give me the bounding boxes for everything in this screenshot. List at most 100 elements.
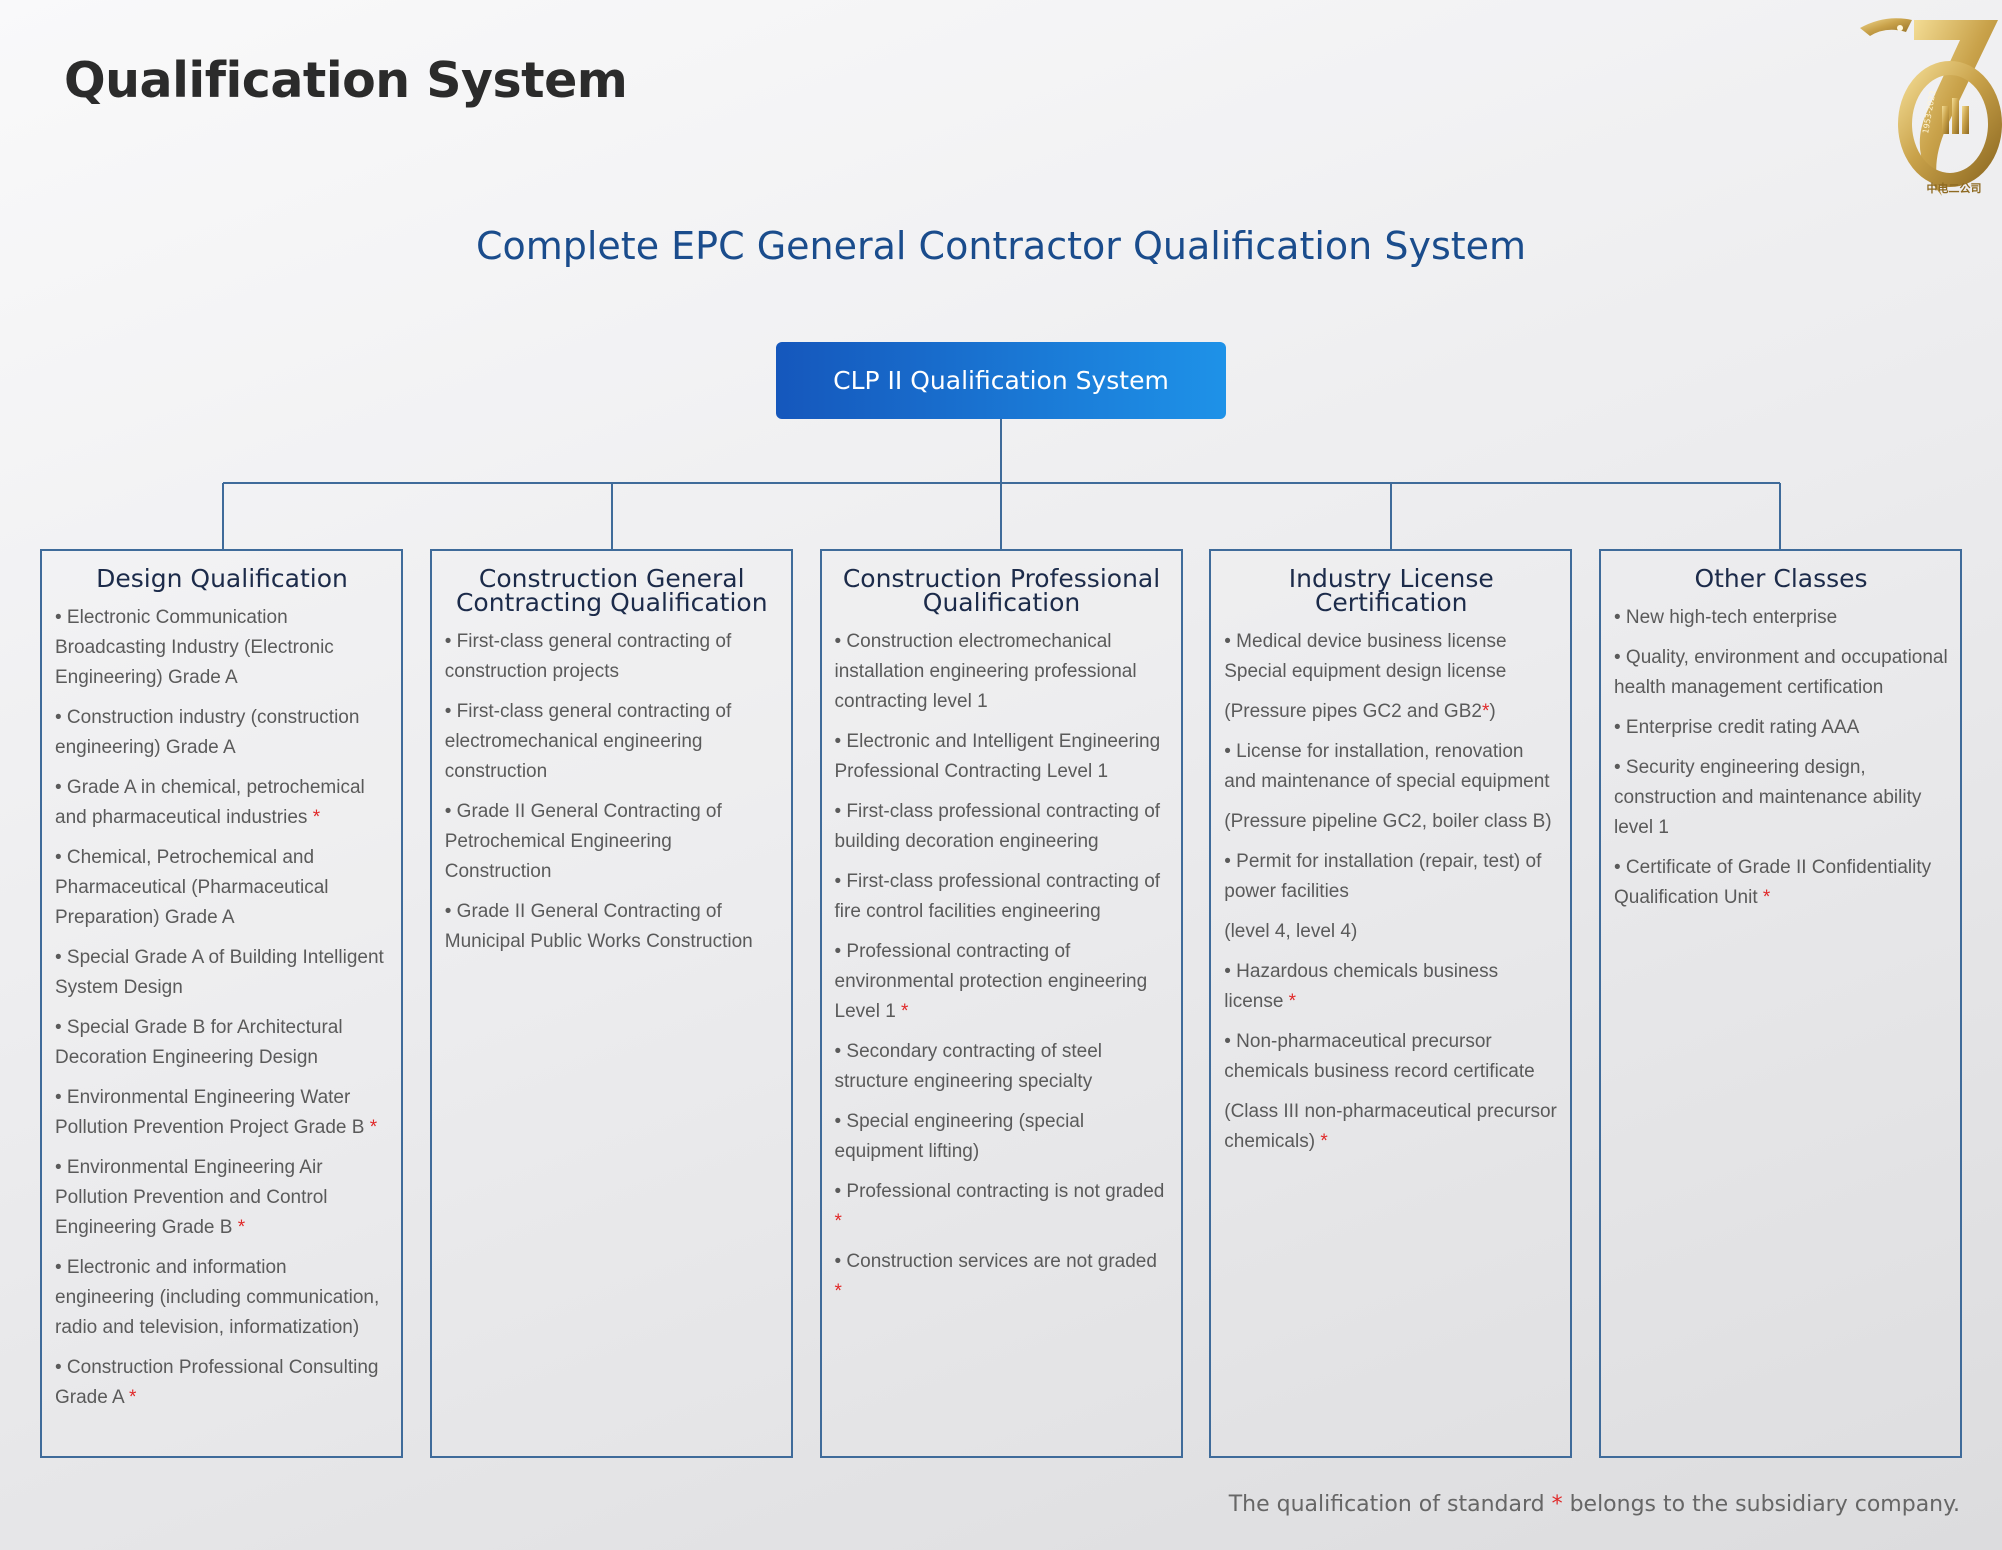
anniversary-logo: 1953-2023 中电二公司 — [1830, 6, 2002, 206]
item-text: • Non-pharmaceutical precursor chemicals… — [1224, 1031, 1535, 1082]
item-text: (Class III non-pharmaceutical precursor … — [1224, 1101, 1557, 1152]
root-node: CLP II Qualification System — [776, 342, 1226, 419]
qualification-item: • Construction services are not graded * — [835, 1247, 1169, 1307]
item-text: • Security engineering design, construct… — [1614, 757, 1922, 838]
qualification-item: • Construction Professional Consulting G… — [55, 1353, 389, 1413]
column-title: Construction Professional Qualification — [842, 564, 1161, 617]
qualification-item: • Grade A in chemical, petrochemical and… — [55, 773, 389, 833]
item-list: • Medical device business license Specia… — [1224, 627, 1558, 1157]
item-text: • Special Grade B for Architectural Deco… — [55, 1017, 343, 1068]
qualification-item: • Professional contracting of environmen… — [835, 937, 1169, 1027]
item-text: • Professional contracting of environmen… — [834, 941, 1148, 1022]
qualification-item: • Special Grade A of Building Intelligen… — [55, 943, 389, 1003]
qualification-item: • Security engineering design, construct… — [1614, 753, 1948, 843]
qualification-item: • First-class general contracting of ele… — [445, 697, 779, 787]
item-text: • Construction services are not graded — [834, 1251, 1157, 1272]
subsidiary-star-marker: * — [128, 1387, 137, 1408]
item-text: • Construction industry (construction en… — [55, 707, 360, 758]
qualification-item: • Secondary contracting of steel structu… — [835, 1037, 1169, 1097]
qualification-item: • Enterprise credit rating AAA — [1614, 713, 1948, 743]
qualification-item: • Environmental Engineering Air Pollutio… — [55, 1153, 389, 1243]
subsidiary-star-marker: * — [901, 1001, 909, 1022]
subsidiary-star-marker: * — [834, 1281, 842, 1302]
item-text: (level 4, level 4) — [1224, 921, 1358, 942]
qualification-item: • Construction industry (construction en… — [55, 703, 389, 763]
qualification-item: • Electronic Communication Broadcasting … — [55, 603, 389, 693]
qualification-item: (Pressure pipes GC2 and GB2*) — [1224, 697, 1558, 727]
qualification-item: • New high-tech enterprise — [1614, 603, 1948, 633]
qualification-item: (Pressure pipeline GC2, boiler class B) — [1224, 807, 1558, 837]
item-text: • Grade II General Contracting of Petroc… — [444, 801, 722, 882]
qualification-item: • First-class general contracting of con… — [445, 627, 779, 687]
qualification-item: • Special engineering (special equipment… — [835, 1107, 1169, 1167]
qualification-item: • First-class professional contracting o… — [835, 797, 1169, 857]
item-text: • Professional contracting is not graded — [834, 1181, 1165, 1202]
column-construction-professional: Construction Professional Qualification … — [819, 549, 1183, 1458]
qualification-item: • Environmental Engineering Water Pollut… — [55, 1083, 389, 1143]
item-list: • New high-tech enterprise • Quality, env… — [1614, 603, 1948, 913]
footnote-star: * — [1551, 1492, 1563, 1517]
footnote-text-after: belongs to the subsidiary company. — [1562, 1492, 1960, 1517]
item-text: • Quality, environment and occupational … — [1614, 647, 1948, 698]
item-text: • Enterprise credit rating AAA — [1614, 717, 1860, 738]
qualification-item: • Grade II General Contracting of Munici… — [445, 897, 779, 957]
item-text: • Special engineering (special equipment… — [834, 1111, 1085, 1162]
qualification-item: • Quality, environment and occupational … — [1614, 643, 1948, 703]
subsidiary-star-marker: * — [237, 1217, 246, 1238]
item-text: • First-class professional contracting o… — [834, 801, 1161, 852]
qualification-item: • Electronic and Intelligent Engineering… — [835, 727, 1169, 787]
column-title: Other Classes — [1694, 564, 1868, 593]
qualification-columns: Design Qualification • Electronic Commun… — [40, 549, 1962, 1458]
column-industry-license: Industry License Certification • Medical… — [1209, 549, 1573, 1458]
qualification-item: • Certificate of Grade II Confidentialit… — [1614, 853, 1948, 913]
item-text: • First-class professional contracting o… — [834, 871, 1161, 922]
subsidiary-star-marker: * — [369, 1117, 378, 1138]
item-text: • Certificate of Grade II Confidentialit… — [1614, 857, 1932, 908]
column-other-classes: Other Classes • New high-tech enterprise… — [1599, 549, 1962, 1458]
item-text: • Chemical, Petrochemical and Pharmaceut… — [55, 847, 329, 928]
item-text: • Permit for installation (repair, test)… — [1224, 851, 1542, 902]
qualification-item: • Professional contracting is not graded… — [835, 1177, 1169, 1237]
qualification-item: • License for installation, renovation a… — [1224, 737, 1558, 797]
item-text: • Electronic and Intelligent Engineering… — [834, 731, 1161, 782]
column-title: Industry License Certification — [1288, 564, 1494, 617]
item-text: • Hazardous chemicals business license — [1224, 961, 1499, 1012]
item-text: • Medical device business license Specia… — [1224, 631, 1507, 682]
item-text: • Grade A in chemical, petrochemical and… — [55, 777, 365, 828]
qualification-item: (Class III non-pharmaceutical precursor … — [1224, 1097, 1558, 1157]
item-text: • Environmental Engineering Water Pollut… — [55, 1087, 370, 1138]
qualification-item: (level 4, level 4) — [1224, 917, 1558, 947]
subsidiary-star-marker: * — [1481, 701, 1490, 722]
item-text-after: ) — [1489, 701, 1496, 722]
item-text: • Construction Professional Consulting G… — [55, 1357, 379, 1408]
item-text: • License for installation, renovation a… — [1224, 741, 1550, 792]
qualification-item: • Permit for installation (repair, test)… — [1224, 847, 1558, 907]
column-title: Construction General Contracting Qualifi… — [455, 564, 768, 617]
footnote-text-before: The qualification of standard — [1228, 1492, 1552, 1517]
item-text: • Construction electromechanical install… — [834, 631, 1137, 712]
subsidiary-star-marker: * — [1320, 1131, 1328, 1152]
qualification-item: • Chemical, Petrochemical and Pharmaceut… — [55, 843, 389, 933]
anniversary-70-logo-icon: 1953-2023 中电二公司 — [1860, 18, 2002, 196]
qualification-item: • Hazardous chemicals business license * — [1224, 957, 1558, 1017]
item-text: • Electronic Communication Broadcasting … — [55, 607, 334, 688]
item-text: • Grade II General Contracting of Munici… — [444, 901, 753, 952]
item-list: • First-class general contracting of con… — [445, 627, 779, 957]
qualification-item: • Construction electromechanical install… — [835, 627, 1169, 717]
page-title: Qualification System — [64, 52, 628, 109]
item-text: • Secondary contracting of steel structu… — [834, 1041, 1103, 1092]
qualification-item: • Electronic and information engineering… — [55, 1253, 389, 1343]
logo-company-text: 中电二公司 — [1927, 181, 1982, 195]
item-text: • Special Grade A of Building Intelligen… — [55, 947, 384, 998]
item-text: • First-class general contracting of con… — [444, 631, 732, 682]
subsidiary-star-marker: * — [312, 807, 321, 828]
diagram-subtitle: Complete EPC General Contractor Qualific… — [475, 224, 1527, 268]
item-list: • Construction electromechanical install… — [835, 627, 1169, 1307]
qualification-item: • First-class professional contracting o… — [835, 867, 1169, 927]
item-text: (Pressure pipeline GC2, boiler class B) — [1224, 811, 1552, 832]
subsidiary-star-marker: * — [1288, 991, 1297, 1012]
qualification-item: • Grade II General Contracting of Petroc… — [445, 797, 779, 887]
qualification-item: • Non-pharmaceutical precursor chemicals… — [1224, 1027, 1558, 1087]
subsidiary-star-marker: * — [834, 1211, 842, 1232]
footnote: The qualification of standard * belongs … — [1229, 1492, 1960, 1517]
